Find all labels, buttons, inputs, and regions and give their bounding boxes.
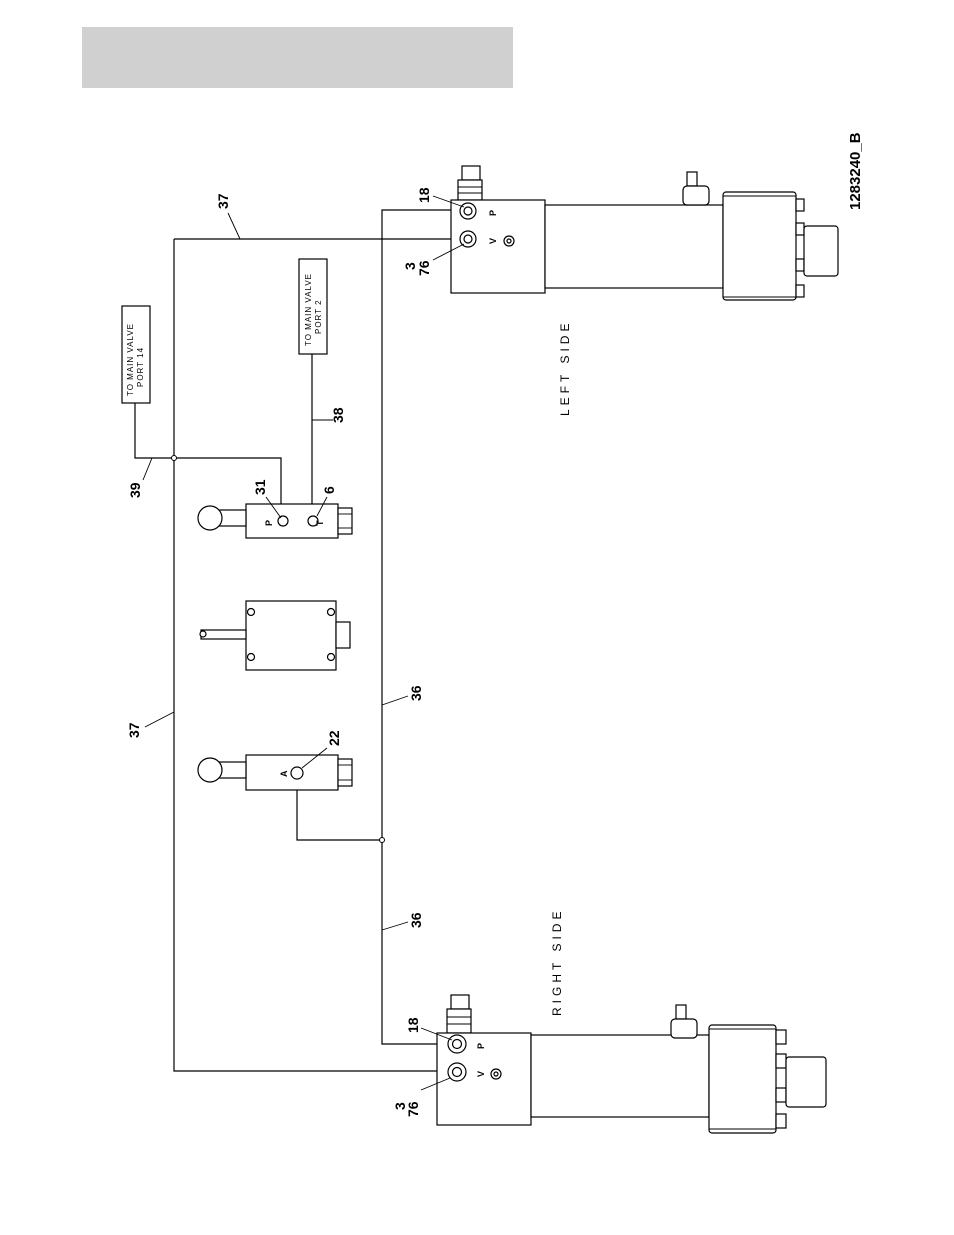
callout-76-left-side: 76 <box>416 260 432 276</box>
callout-6: 6 <box>321 486 337 494</box>
callout-31: 31 <box>252 479 268 495</box>
svg-text:PORT 14: PORT 14 <box>136 347 145 387</box>
left-side-label: LEFT SIDE <box>558 320 572 416</box>
callout-18-left-side: 18 <box>416 187 432 203</box>
manifold-block <box>200 601 350 670</box>
svg-text:P: P <box>476 1043 486 1049</box>
drawing-number: 1283240_B <box>847 132 864 210</box>
junction-36 <box>380 838 385 843</box>
callout-38: 38 <box>330 407 346 423</box>
svg-text:TO MAIN VALVE: TO MAIN VALVE <box>126 323 135 396</box>
right-side-label: RIGHT SIDE <box>550 908 564 1016</box>
callout-36-upper: 36 <box>408 685 424 701</box>
svg-text:P: P <box>488 210 498 216</box>
svg-text:V: V <box>488 238 498 244</box>
svg-text:P: P <box>264 520 274 526</box>
svg-text:PORT 2: PORT 2 <box>314 299 323 334</box>
callout-37-left: 37 <box>126 722 142 738</box>
callout-39: 39 <box>127 482 143 498</box>
callout-22: 22 <box>326 730 342 746</box>
cylinder-right-side: P V <box>437 995 826 1133</box>
note-port14: TO MAIN VALVE PORT 14 <box>122 306 150 403</box>
callout-37-top: 37 <box>215 193 231 209</box>
svg-text:V: V <box>476 1071 486 1077</box>
svg-text:A: A <box>279 770 289 777</box>
callout-76-right-side: 76 <box>405 1101 421 1117</box>
note-port2: TO MAIN VALVE PORT 2 <box>299 259 327 354</box>
svg-text:TO MAIN VALVE: TO MAIN VALVE <box>304 273 313 346</box>
junction-39 <box>172 456 177 461</box>
callout-18-right-side: 18 <box>405 1017 421 1033</box>
callout-36-lower: 36 <box>408 912 424 928</box>
svg-text:T: T <box>315 520 325 526</box>
cylinder-left-side: P V <box>451 166 838 300</box>
control-valve-a: A <box>198 755 352 790</box>
hose-39 <box>135 403 281 520</box>
